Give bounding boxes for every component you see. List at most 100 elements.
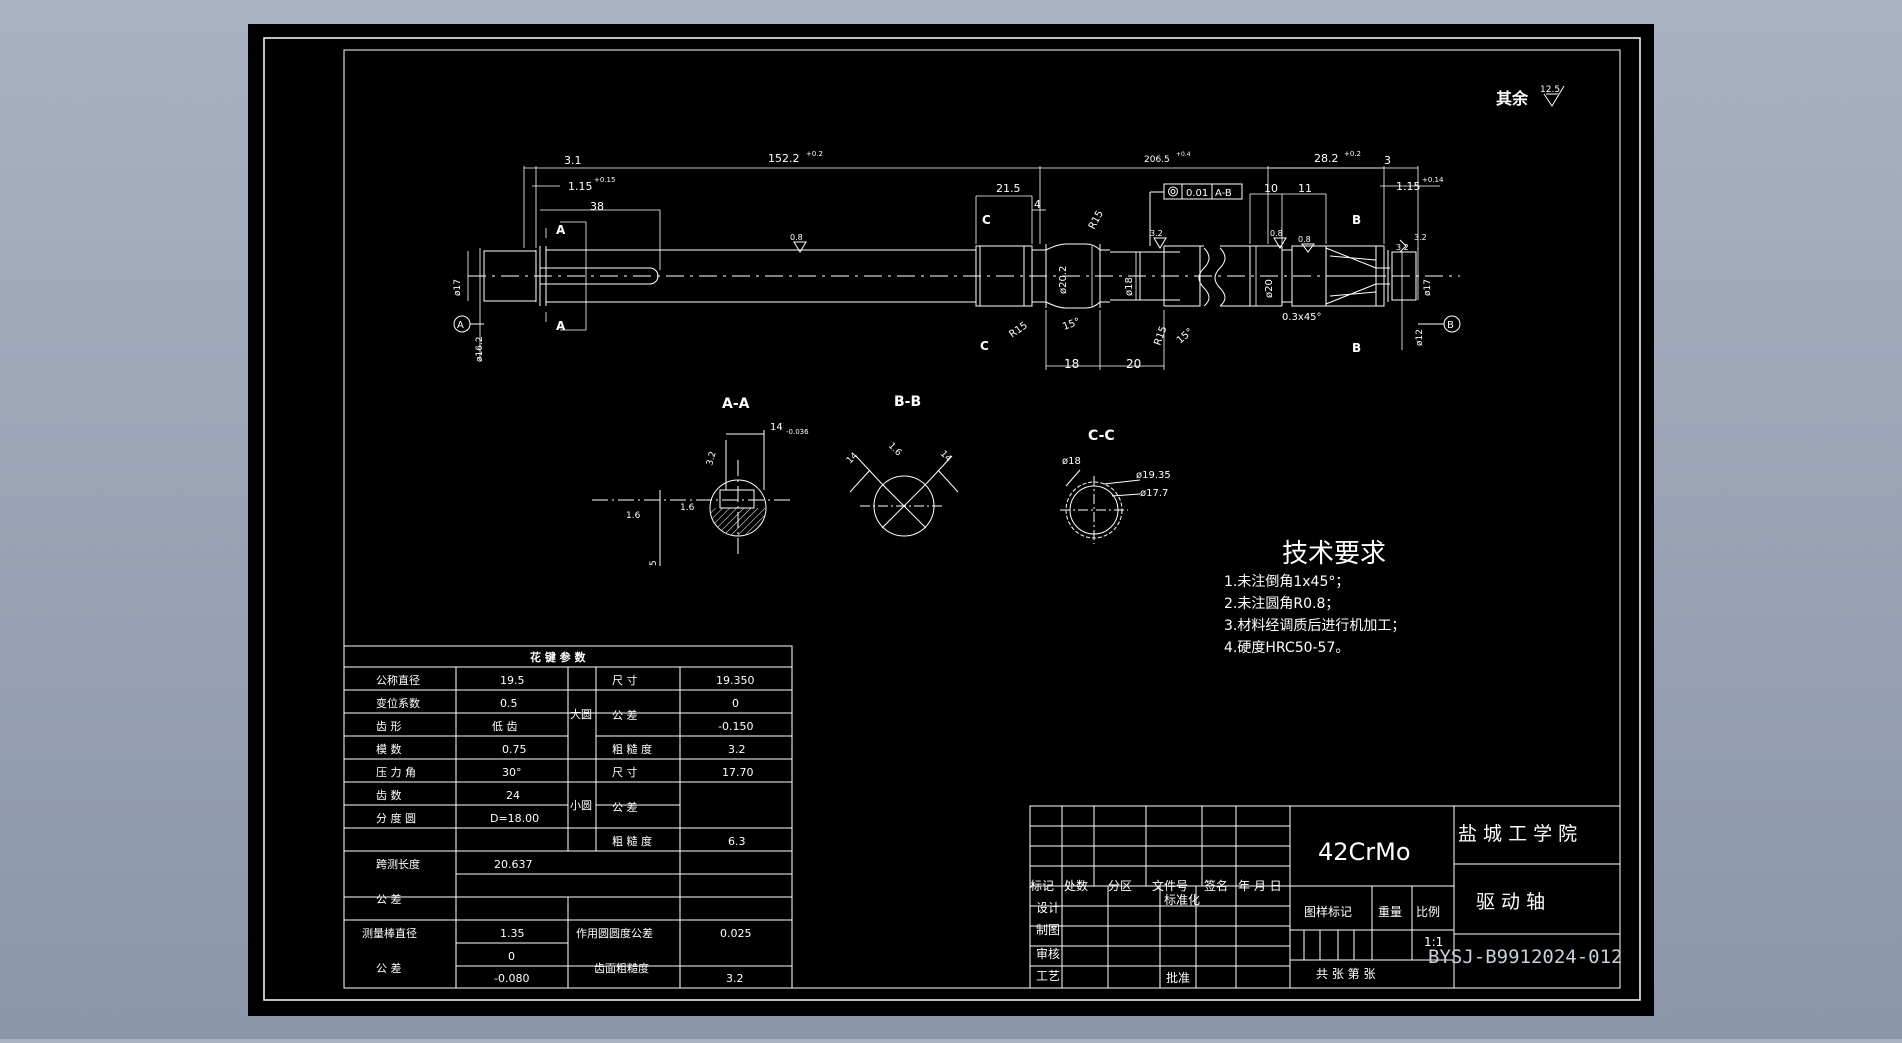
- spline-row-label: 齿 数: [376, 789, 402, 802]
- shaft-spline-c: [975, 245, 1033, 307]
- section-a-a-title: A-A: [722, 396, 750, 412]
- dia-17-left: ø17: [453, 279, 463, 296]
- section-mark-b-bottom: B: [1352, 341, 1361, 355]
- tb-scale: 1:1: [1424, 935, 1443, 949]
- roughness-3-2-c: 3.2: [1414, 233, 1427, 242]
- dim-3-1: 3.1: [564, 154, 582, 167]
- spline-row-value: 30°: [502, 766, 522, 779]
- section-c-c: [1060, 469, 1141, 544]
- dim-21-5: 21.5: [996, 182, 1021, 195]
- tb-row-process: 工艺: [1036, 969, 1060, 983]
- roughness-0-8-a: 0.8: [790, 233, 803, 242]
- dim-10: 10: [1264, 182, 1278, 195]
- section-a-a-dim-3-2: 3.2: [705, 450, 718, 466]
- dim-206-5: 206.5: [1144, 155, 1170, 165]
- tb-row-design: 设计: [1036, 901, 1060, 915]
- spline-row-label: 模 数: [376, 743, 402, 756]
- section-c-c-dim-18: ø18: [1062, 456, 1081, 467]
- dia-12: ø12: [1415, 329, 1425, 346]
- shaft-right-end: [1391, 251, 1417, 301]
- spline-span-label: 跨测长度: [376, 857, 420, 871]
- spline-parameter-table: [343, 645, 793, 989]
- material-label: 42CrMo: [1318, 838, 1411, 866]
- spline-row-value: 0.5: [500, 697, 518, 710]
- title-block: [1029, 805, 1621, 989]
- spline-row-label: 分 度 圆: [376, 811, 416, 825]
- spline-row-value: 低 齿: [492, 720, 518, 733]
- concentricity-icon: [1168, 186, 1178, 197]
- roughness-marks: [793, 237, 1407, 253]
- tb-header-count: 处数: [1064, 878, 1088, 893]
- tb-weight: 重量: [1378, 905, 1402, 919]
- dim-1-15-right: 1.15: [1396, 180, 1421, 193]
- roughness-note: 其余: [1496, 89, 1529, 108]
- section-c-c-dim-19-35: ø19.35: [1136, 470, 1171, 481]
- dim-28-2: 28.2: [1314, 152, 1339, 165]
- spline-right-value: 3.2: [728, 743, 746, 756]
- spline-right-value: 6.3: [728, 835, 746, 848]
- tb-approve: 批准: [1166, 970, 1190, 985]
- tech-item-4: 4.硬度HRC50-57。: [1224, 640, 1349, 656]
- dim-206-5-tol: +0.4: [1176, 151, 1191, 158]
- spline-group-small: 小圆: [570, 799, 592, 812]
- spline-row-label: 压 力 角: [376, 766, 416, 779]
- spline-row-value: 19.5: [500, 674, 525, 687]
- spline-right-value: 17.70: [722, 766, 754, 779]
- spline-row-label: 公称直径: [376, 673, 420, 687]
- school-name: 盐 城 工 学 院: [1458, 823, 1577, 845]
- section-a-a-dim-5: 5: [649, 560, 659, 566]
- tech-item-2: 2.未注圆角R0.8；: [1224, 596, 1339, 612]
- roughness-note-value: 12.5: [1540, 85, 1560, 95]
- dim-11: 11: [1298, 182, 1312, 195]
- roughness-3-2-b: 3.2: [1396, 243, 1409, 252]
- tech-requirements-title: 技术要求: [1282, 539, 1386, 569]
- section-a-a-dim-1-6-b: 1.6: [680, 503, 695, 513]
- dim-18: 18: [1064, 357, 1079, 371]
- section-mark-c-bottom: C: [980, 339, 989, 353]
- spline-right-label: 粗 糙 度: [612, 742, 652, 756]
- section-a-a-dim-14: 14: [770, 422, 783, 433]
- drawing-number: BYSJ-B9912024-012: [1428, 946, 1622, 968]
- section-mark-b-top: B: [1352, 213, 1361, 227]
- inner-border: [343, 49, 1621, 989]
- gdt-reference: A-B: [1215, 188, 1232, 199]
- part-name: 驱 动 轴: [1476, 891, 1545, 913]
- dim-28-2-tol: +0.2: [1344, 150, 1361, 158]
- spline-tol-label: 公 差: [376, 892, 402, 906]
- spline-table-title: 花 键 参 数: [530, 650, 586, 664]
- spline-span-value: 20.637: [494, 858, 533, 871]
- dim-1-15-right-tol: +0.14: [1422, 176, 1444, 184]
- tb-header-date: 年 月 日: [1238, 879, 1282, 893]
- spline-tol2-lower: -0.080: [494, 972, 529, 985]
- shaft-main-view: [468, 243, 1460, 309]
- tb-sheets: 共 张 第 张: [1316, 967, 1375, 981]
- tb-ratio: 比例: [1416, 905, 1440, 919]
- tb-header-sign: 签名: [1204, 878, 1228, 893]
- tb-header-docno: 文件号: [1152, 878, 1188, 893]
- roughness-symbol-icon: [1543, 85, 1565, 107]
- spline-tol2-label: 公 差: [376, 961, 402, 975]
- dim-4: 4: [1034, 198, 1041, 211]
- tb-row-check: 审核: [1036, 946, 1060, 961]
- tb-standardization: 标准化: [1164, 893, 1200, 907]
- dim-1-15-left: 1.15: [568, 180, 593, 193]
- spline-group-big: 大圆: [570, 707, 592, 721]
- spline-row-label: 变位系数: [376, 696, 420, 710]
- spline-right-label: 尺 寸: [612, 673, 638, 687]
- dia-16-2: ø16.2: [475, 336, 485, 362]
- spline-right-label: 公 差: [612, 800, 638, 814]
- keyway-outline: [540, 267, 659, 285]
- spline-right-label: 尺 寸: [612, 765, 638, 779]
- section-b-b: [849, 455, 959, 537]
- spline-circ-value: 0.025: [720, 927, 752, 940]
- tech-item-3: 3.材料经调质后进行机加工；: [1224, 618, 1405, 634]
- outer-border: [263, 37, 1641, 1001]
- section-a-a-dim-1-6: 1.6: [626, 511, 641, 521]
- dia-18: ø18: [1124, 277, 1135, 296]
- chamfer-dim: 0.3x45°: [1282, 312, 1322, 323]
- spline-tooth-rough-value: 3.2: [726, 972, 744, 985]
- drawing-sheet: [248, 24, 1654, 1016]
- spline-row-value: 0.75: [502, 743, 527, 756]
